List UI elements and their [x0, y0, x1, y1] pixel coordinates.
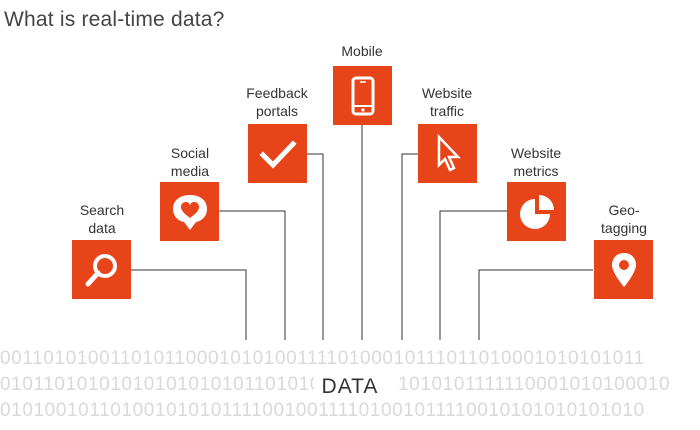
- magnifier-icon: [85, 253, 117, 286]
- connector-metrics: [439, 210, 507, 340]
- binary-row-1: 0011010100110101100010101001111010001011…: [0, 348, 645, 369]
- tile-search[interactable]: [72, 240, 131, 299]
- phone-icon: [351, 76, 374, 115]
- tile-traffic[interactable]: [418, 124, 477, 183]
- page-title: What is real-time data?: [4, 8, 225, 31]
- node-label-search: Search data: [79, 202, 125, 236]
- connector-social: [219, 210, 286, 340]
- binary-row-2-right: 1010101111110001010100010: [398, 374, 671, 395]
- node-label-feedback: Feedback portals: [246, 85, 308, 119]
- data-center-label: DATA: [0, 375, 700, 399]
- connector-search: [131, 269, 247, 340]
- map-pin-icon: [611, 252, 636, 287]
- tile-feedback[interactable]: [248, 124, 307, 183]
- node-label-traffic: Website traffic: [421, 85, 473, 119]
- pie-chart-icon: [519, 194, 554, 229]
- node-label-metrics: Website metrics: [510, 145, 562, 179]
- connector-geo: [478, 269, 593, 340]
- tile-mobile[interactable]: [333, 66, 392, 125]
- tile-metrics[interactable]: [507, 182, 566, 241]
- heart-bubble-icon: [172, 194, 207, 230]
- node-label-geo: Geo- tagging: [601, 202, 647, 236]
- binary-row-3: 0101001011010010101011110010011110100101…: [0, 400, 645, 421]
- connector-feedback: [307, 153, 324, 340]
- tile-social[interactable]: [160, 182, 219, 241]
- connector-traffic: [401, 153, 418, 340]
- binary-row-2-left: 0101101010101010101010110101010: [0, 374, 320, 395]
- cursor-arrow-icon: [437, 133, 461, 172]
- tile-geo[interactable]: [594, 240, 653, 299]
- checkmark-icon: [258, 139, 297, 169]
- node-label-mobile: Mobile: [341, 43, 383, 59]
- node-label-social: Social media: [170, 145, 210, 179]
